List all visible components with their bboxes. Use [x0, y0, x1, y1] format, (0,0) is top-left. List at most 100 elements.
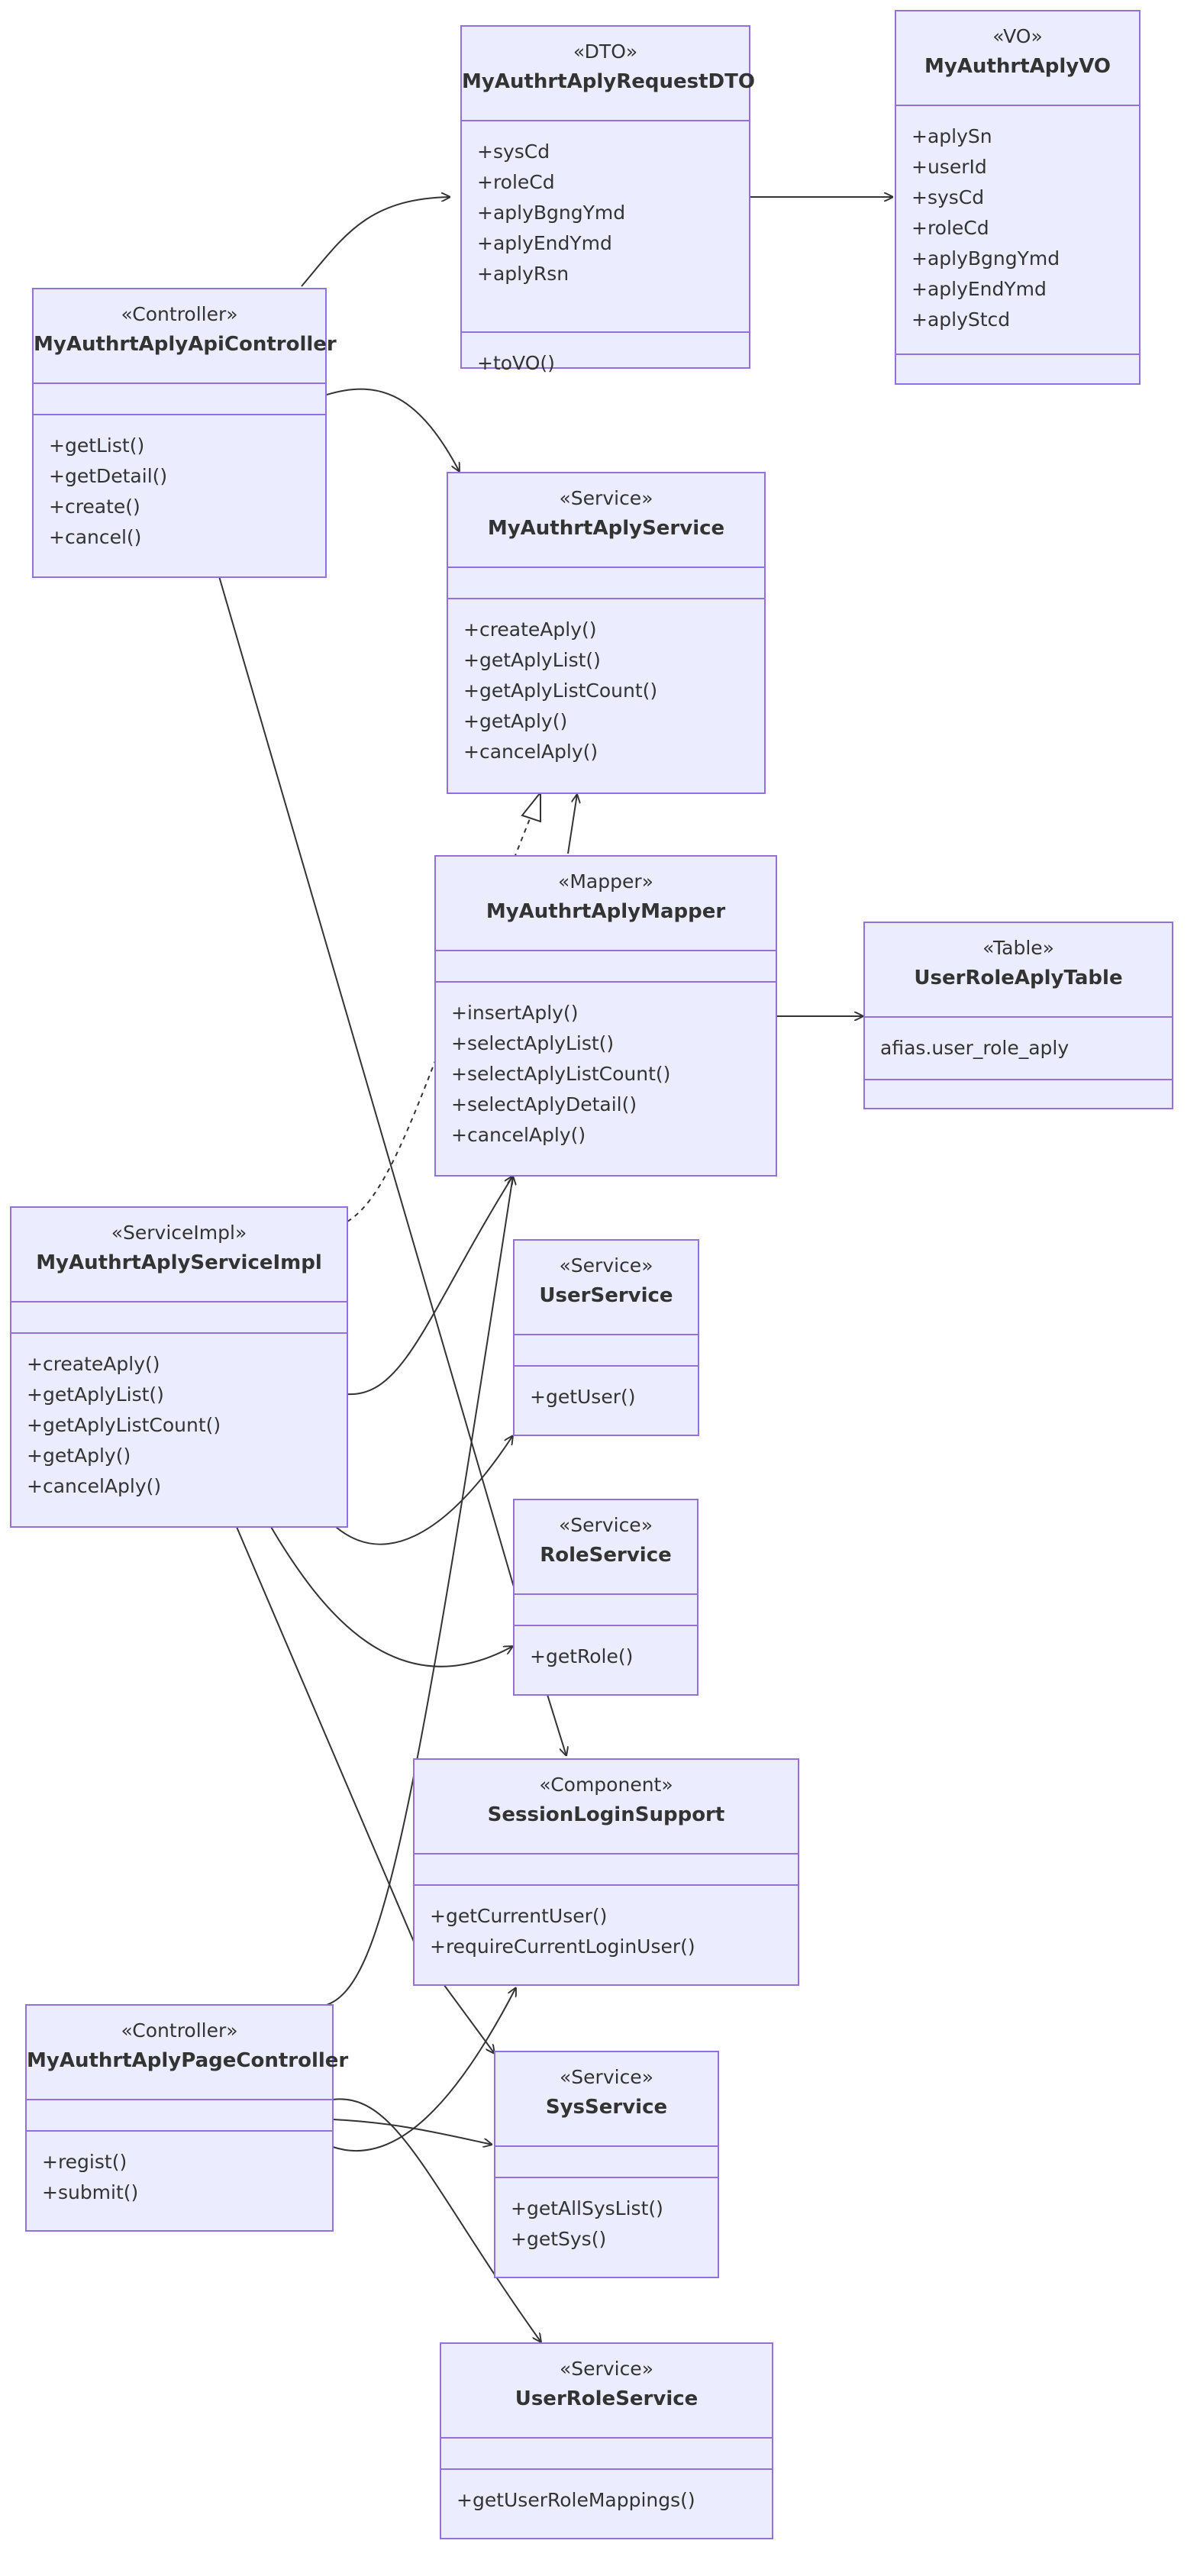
class-name: UserService — [539, 1284, 673, 1307]
method: +cancelAply() — [463, 741, 598, 763]
class-name: MyAuthrtAplyRequestDTO — [462, 70, 755, 93]
class-header: «ServiceImpl» MyAuthrtAplyServiceImpl — [11, 1208, 347, 1303]
attributes-section: +sysCd +roleCd +aplyBgngYmd +aplyEndYmd … — [462, 121, 749, 333]
attributes-section — [495, 2147, 718, 2178]
class-name: MyAuthrtAplyMapper — [486, 900, 726, 923]
method: +getAplyList() — [27, 1383, 164, 1406]
class-header: «Controller» MyAuthrtAplyApiController — [34, 289, 337, 384]
class-header: «DTO» MyAuthrtAplyRequestDTO — [462, 27, 755, 121]
attribute: +aplyBgngYmd — [911, 247, 1060, 270]
methods-section: +createAply() +getAplyList() +getAplyLis… — [448, 599, 764, 767]
class-name: MyAuthrtAplyPageController — [27, 2049, 349, 2072]
method: +insertAply() — [451, 1002, 579, 1024]
class-header: «Controller» MyAuthrtAplyPageController — [27, 2006, 349, 2100]
class-myauthrtaplyapicontroller: «Controller» MyAuthrtAplyApiController +… — [32, 288, 337, 578]
methods-section — [865, 1080, 1172, 1096]
attribute: +aplySn — [911, 125, 992, 147]
realization-triangle — [521, 790, 541, 823]
class-userservice: «Service» UserService +getUser() — [513, 1239, 699, 1436]
method: +getAply() — [27, 1445, 131, 1467]
method: +selectAplyListCount() — [451, 1063, 671, 1085]
attributes-section — [515, 1335, 698, 1367]
class-sessionloginsupport: «Component» SessionLoginSupport +getCurr… — [413, 1758, 799, 1986]
stereotype-label: «Service» — [559, 487, 653, 509]
stereotype-label: «Table» — [982, 937, 1054, 959]
attribute: +roleCd — [911, 217, 989, 239]
method: +cancel() — [49, 526, 142, 548]
class-header: «Mapper» MyAuthrtAplyMapper — [436, 857, 776, 951]
method: +createAply() — [27, 1353, 160, 1375]
edge-apicontroller-to-service — [326, 388, 460, 472]
edge-pagecontroller-to-sysservice — [332, 2119, 492, 2145]
class-name: MyAuthrtAplyService — [487, 517, 725, 540]
class-name: SysService — [545, 2096, 668, 2119]
method: +cancelAply() — [451, 1124, 586, 1146]
stereotype-label: «DTO» — [573, 40, 638, 63]
class-myauthrtaplyserviceimpl: «ServiceImpl» MyAuthrtAplyServiceImpl +c… — [10, 1206, 348, 1528]
attributes-section — [436, 951, 776, 983]
methods-section: +getAllSysList() +getSys() — [495, 2178, 718, 2255]
attributes-section — [448, 568, 764, 599]
method: +regist() — [42, 2151, 127, 2173]
method: +createAply() — [463, 618, 597, 641]
class-myauthrtaplyvo: «VO» MyAuthrtAplyVO +aplySn +userId +sys… — [895, 10, 1141, 385]
edge-pagecontroller-to-userroleservice — [332, 2098, 541, 2342]
class-name: SessionLoginSupport — [487, 1803, 725, 1826]
methods-section: +toVO() — [462, 333, 749, 379]
methods-section: +getUserRoleMappings() — [441, 2470, 772, 2516]
edge-serviceimpl-to-userservice — [335, 1435, 513, 1545]
attributes-section — [515, 1595, 697, 1626]
attribute: +userId — [911, 156, 987, 178]
attribute: +aplyRsn — [477, 263, 569, 285]
method: +getDetail() — [49, 465, 168, 487]
methods-section: +getCurrentUser() +requireCurrentLoginUs… — [415, 1886, 798, 1962]
class-name: UserRoleService — [515, 2387, 699, 2410]
stereotype-label: «Service» — [559, 1254, 653, 1277]
method: +create() — [49, 496, 140, 518]
method: +selectAplyDetail() — [451, 1093, 637, 1115]
method: +requireCurrentLoginUser() — [430, 1935, 695, 1958]
attribute: afias.user_role_aply — [880, 1037, 1070, 1059]
class-name: RoleService — [540, 1544, 672, 1567]
class-myauthrtaplymapper: «Mapper» MyAuthrtAplyMapper +insertAply(… — [434, 855, 777, 1177]
class-header: «Service» UserService — [515, 1241, 698, 1335]
class-userroleservice: «Service» UserRoleService +getUserRoleMa… — [440, 2342, 773, 2539]
attributes-section — [11, 1303, 347, 1334]
class-myauthrtaplypagecontroller: «Controller» MyAuthrtAplyPageController … — [25, 2004, 349, 2232]
edge-serviceimpl-to-roleservice — [270, 1526, 513, 1667]
method: +getAplyListCount() — [27, 1414, 221, 1436]
methods-section: +getUser() — [515, 1367, 698, 1412]
methods-section: +regist() +submit() — [27, 2132, 332, 2208]
class-name: MyAuthrtAplyApiController — [34, 333, 337, 356]
stereotype-label: «Controller» — [121, 303, 238, 325]
stereotype-label: «Service» — [559, 1514, 653, 1536]
class-myauthrtaplyservice: «Service» MyAuthrtAplyService +createApl… — [447, 472, 766, 794]
stereotype-label: «ServiceImpl» — [111, 1222, 247, 1244]
class-header: «Service» MyAuthrtAplyService — [448, 473, 764, 568]
method: +selectAplyList() — [451, 1032, 615, 1054]
class-header: «Service» UserRoleService — [441, 2344, 772, 2439]
methods-section: +insertAply() +selectAplyList() +selectA… — [436, 983, 776, 1151]
attribute: +sysCd — [911, 186, 985, 208]
class-userroleaplytable: «Table» UserRoleAplyTable afias.user_rol… — [863, 922, 1173, 1109]
method: +getSys() — [511, 2228, 607, 2250]
stereotype-label: «Service» — [560, 2066, 653, 2088]
method: +submit() — [42, 2181, 139, 2203]
methods-section — [896, 355, 1139, 370]
attributes-section: +aplySn +userId +sysCd +roleCd +aplyBgng… — [896, 106, 1139, 355]
method: +getAplyListCount() — [463, 680, 658, 702]
stereotype-label: «Service» — [560, 2358, 653, 2380]
edge-pagecontroller-to-mapper — [326, 1176, 513, 2006]
class-sysservice: «Service» SysService +getAllSysList() +g… — [494, 2051, 719, 2278]
attributes-section: afias.user_role_aply — [865, 1018, 1172, 1080]
attributes-section — [34, 384, 325, 415]
method: +getAllSysList() — [511, 2197, 663, 2219]
class-roleservice: «Service» RoleService +getRole() — [513, 1499, 699, 1696]
edge-pagecontroller-to-sessionloginsupport — [332, 1987, 516, 2152]
methods-section: +getList() +getDetail() +create() +cance… — [34, 415, 325, 553]
stereotype-label: «Controller» — [121, 2019, 238, 2042]
method: +getAplyList() — [463, 649, 601, 671]
attributes-section — [27, 2100, 332, 2132]
stereotype-label: «VO» — [992, 25, 1043, 47]
edge-apicontroller-to-requestdto — [301, 197, 450, 287]
